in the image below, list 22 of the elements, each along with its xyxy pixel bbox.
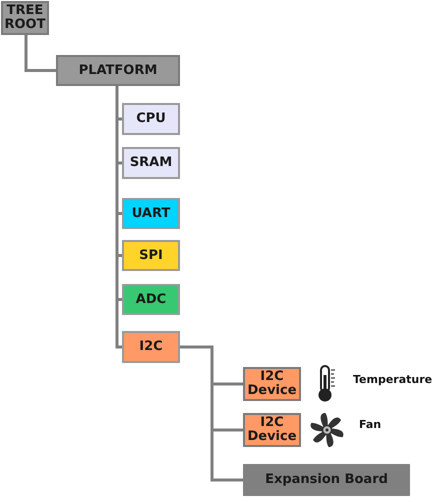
node-box [122, 198, 180, 229]
node-box [243, 464, 410, 496]
node-label: I2C Device [246, 370, 298, 398]
node-label: ADC [136, 292, 166, 306]
caption-text: Fan [359, 418, 382, 431]
node-box [122, 240, 180, 271]
node-label: Expansion Board [265, 473, 388, 487]
caption-text: Temperature [353, 373, 432, 386]
node-label: SRAM [130, 156, 172, 170]
node-box [122, 103, 180, 135]
node-box [122, 331, 180, 363]
node-box [122, 147, 180, 179]
node-box [56, 55, 180, 86]
node-label: SPI [139, 248, 163, 262]
node-label: UART [132, 206, 170, 220]
node-label: I2C [139, 340, 163, 354]
node-label: PLATFORM [78, 64, 158, 78]
node-box [122, 284, 180, 315]
connector-line [24, 35, 56, 72]
node-label: TREE ROOT [4, 4, 46, 32]
node-label: CPU [136, 112, 166, 126]
node-label: I2C Device [246, 416, 298, 444]
